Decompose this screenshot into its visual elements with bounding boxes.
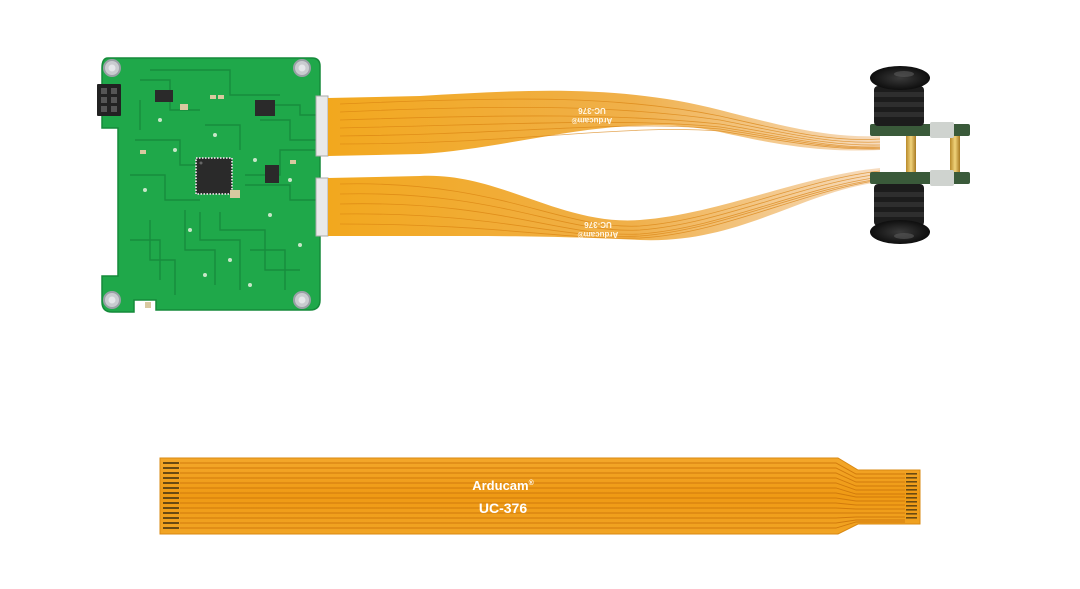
camera-lens-icon bbox=[870, 184, 930, 244]
camera-lens-icon bbox=[870, 66, 930, 126]
mounting-hole-icon bbox=[103, 59, 311, 309]
cable-brand-label: Arducam® bbox=[472, 478, 534, 493]
flex-cable-bottom: UC-376 Arducam® bbox=[328, 168, 881, 241]
loose-flex-cable: Arducam® UC-376 bbox=[159, 457, 921, 535]
flex-cable-top: UC-376 Arducam® bbox=[328, 90, 881, 156]
cable-top-brand: Arducam® bbox=[572, 116, 613, 125]
cable-top-part-number: UC-376 bbox=[578, 106, 606, 115]
cable-part-number-label: UC-376 bbox=[479, 500, 527, 516]
cable-contacts-left bbox=[163, 462, 179, 529]
pin-header bbox=[97, 84, 121, 116]
camera-adapter-board bbox=[97, 57, 329, 313]
cable-contacts-right bbox=[906, 473, 917, 519]
cable-bottom-brand: Arducam® bbox=[578, 230, 619, 239]
stereo-camera-module bbox=[870, 66, 970, 244]
cable-bottom-part-number: UC-376 bbox=[584, 220, 612, 229]
main-controller-chip bbox=[195, 157, 233, 195]
registered-mark: ® bbox=[529, 479, 535, 487]
